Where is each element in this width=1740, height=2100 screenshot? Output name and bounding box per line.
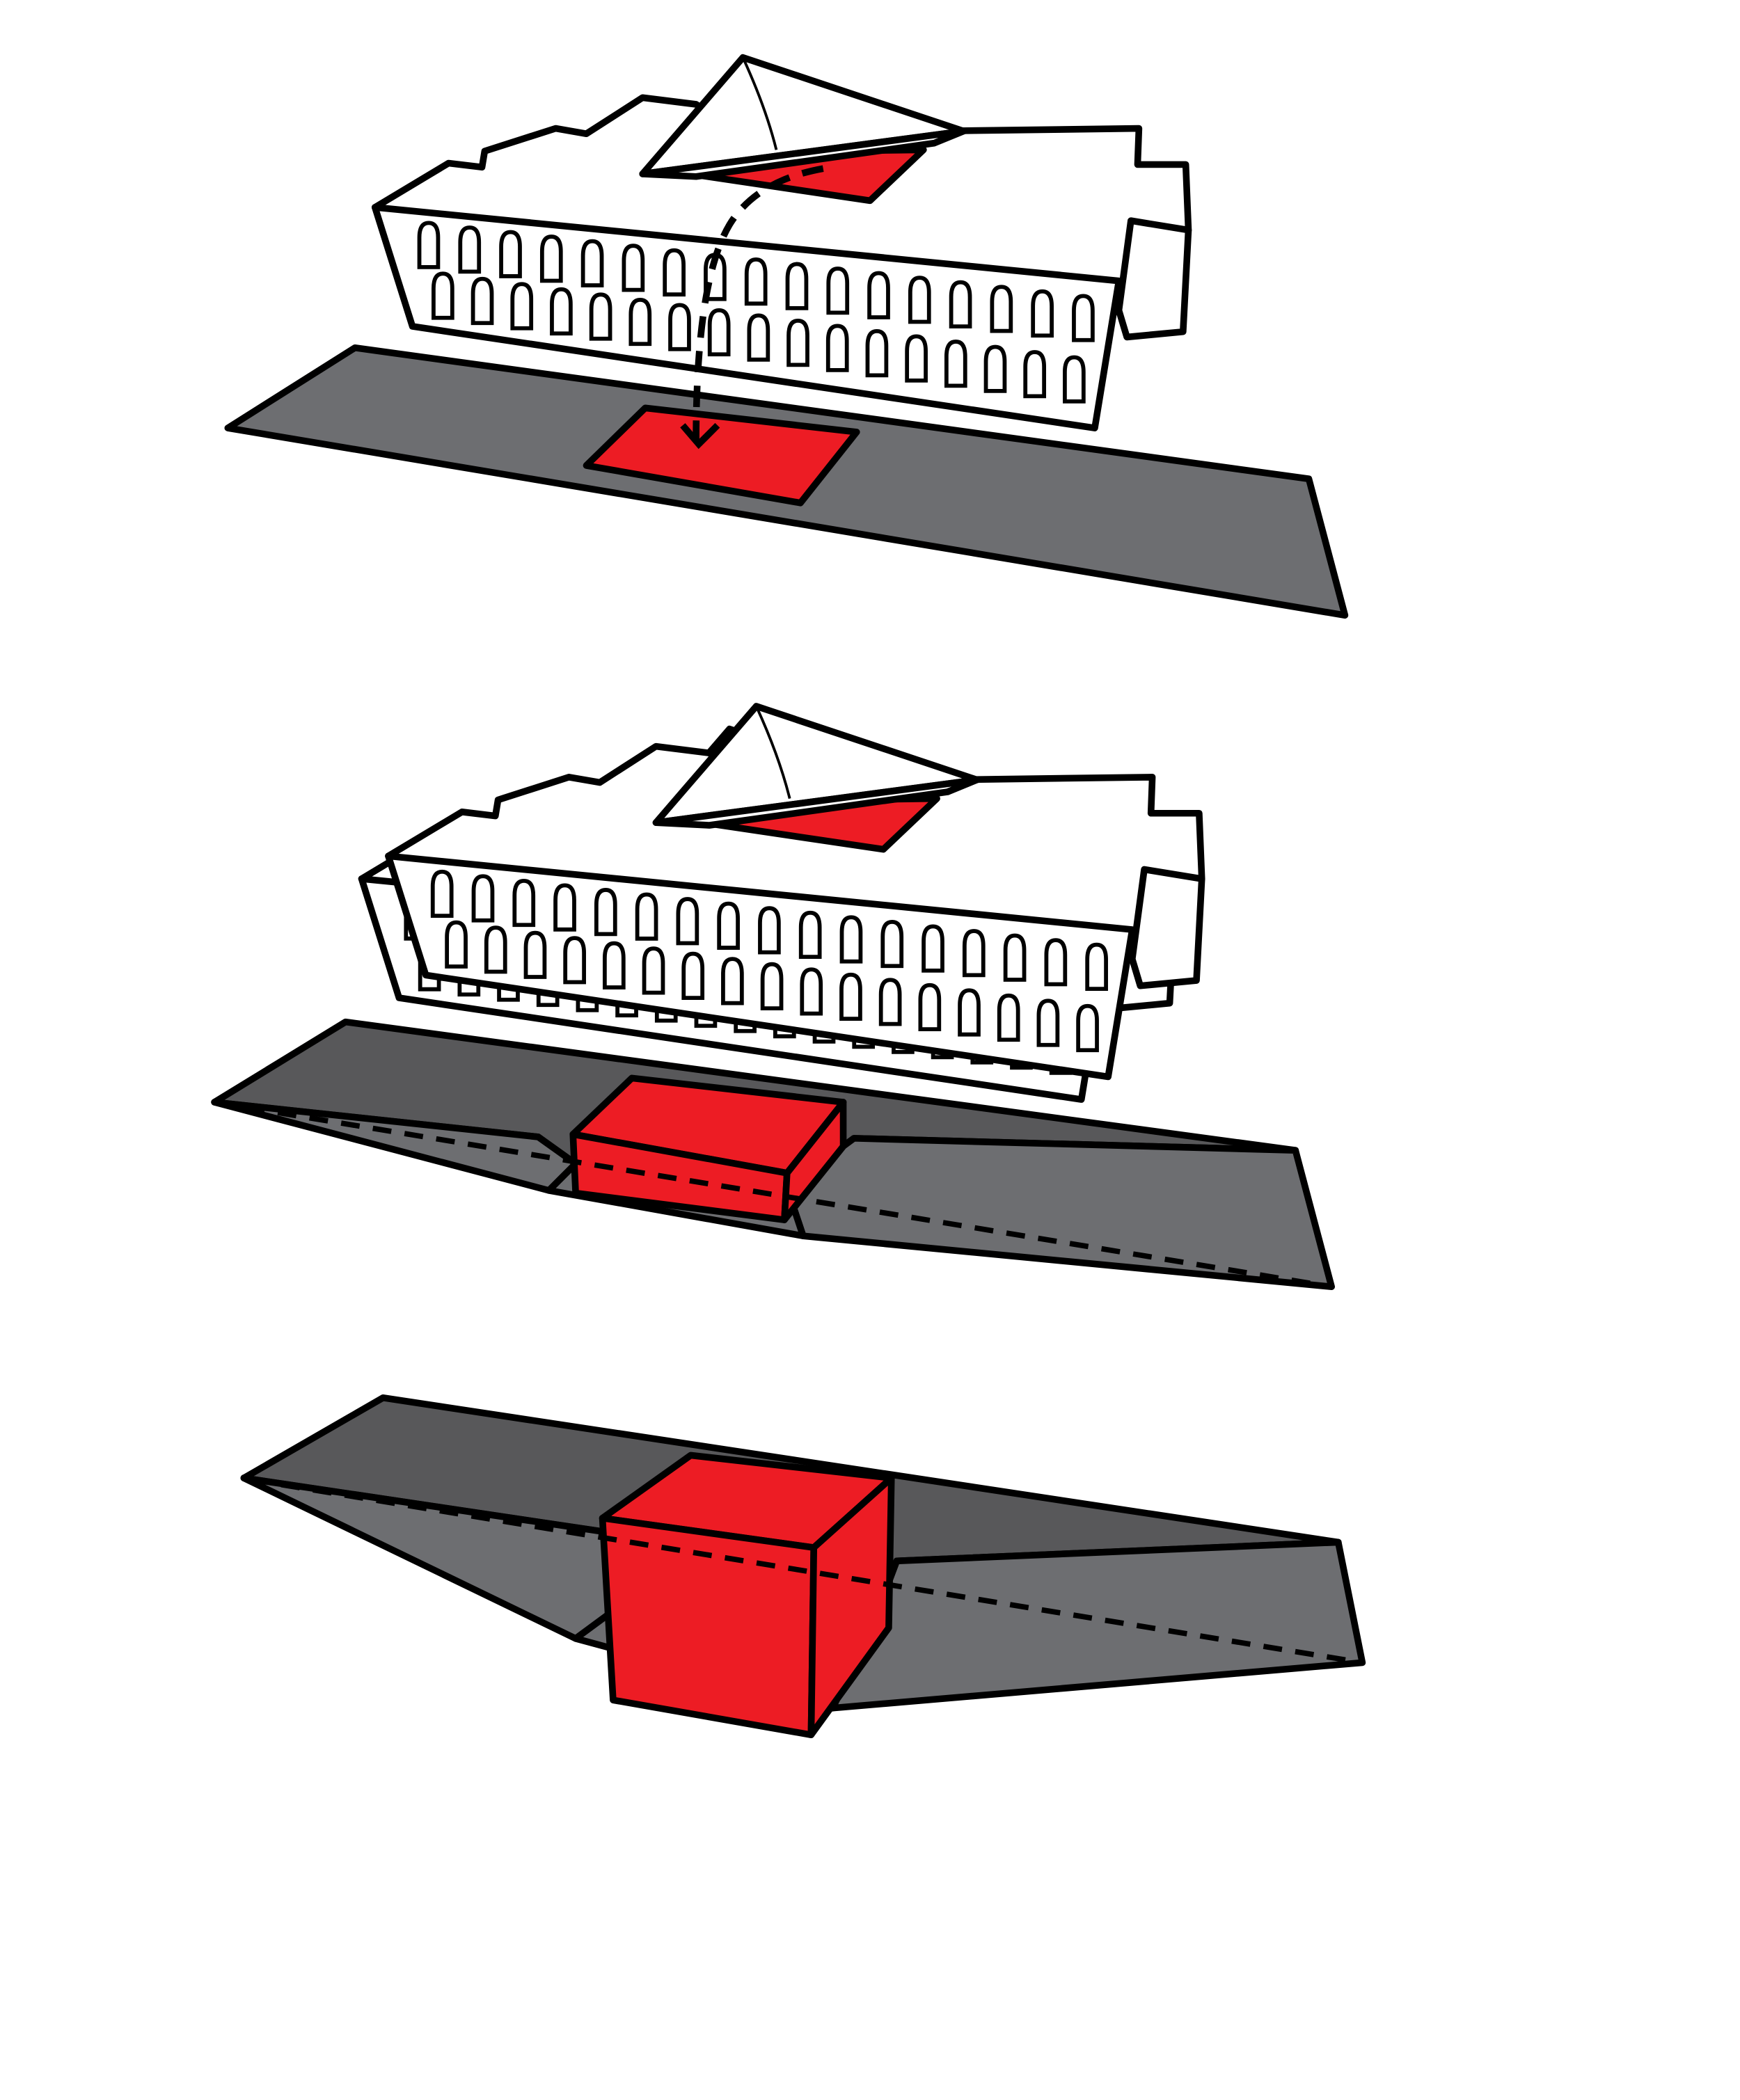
- window: [958, 988, 981, 1037]
- window: [997, 993, 1020, 1042]
- window: [512, 878, 536, 928]
- window: [707, 308, 731, 357]
- window: [908, 276, 931, 324]
- descent-arrow: [693, 165, 824, 442]
- window: [944, 340, 967, 388]
- ground-dashed-line: [280, 1481, 1363, 1666]
- window: [839, 972, 862, 1021]
- window: [635, 892, 658, 941]
- window: [1003, 933, 1027, 982]
- windows: [417, 221, 1095, 404]
- window: [1063, 355, 1086, 404]
- ground-front-right: [829, 1538, 1366, 1712]
- window: [717, 901, 740, 950]
- ground-front-right: [784, 1135, 1335, 1291]
- window: [1044, 938, 1068, 987]
- window: [825, 324, 849, 372]
- window: [798, 910, 822, 960]
- window: [839, 915, 863, 964]
- window: [721, 957, 744, 1005]
- window: [1072, 294, 1095, 342]
- window: [458, 225, 482, 274]
- window: [580, 239, 604, 287]
- window: [681, 951, 705, 1000]
- window: [499, 230, 522, 278]
- window: [867, 271, 890, 319]
- window: [949, 280, 972, 328]
- stage-3: [240, 706, 1366, 1739]
- window: [622, 244, 645, 292]
- window: [826, 267, 850, 315]
- window: [430, 869, 454, 918]
- ground-footprint: [583, 404, 860, 507]
- window: [1076, 1003, 1099, 1053]
- window: [417, 221, 441, 269]
- window: [668, 303, 691, 351]
- stage-1: [224, 58, 1349, 619]
- block-side: [807, 1474, 895, 1739]
- window: [602, 941, 626, 989]
- window: [539, 234, 563, 283]
- window: [1085, 942, 1108, 991]
- window: [786, 319, 809, 367]
- window: [1031, 289, 1054, 338]
- window: [628, 297, 652, 347]
- window: [922, 924, 944, 973]
- window: [432, 271, 454, 320]
- windows: [430, 869, 1108, 1053]
- window: [676, 897, 699, 946]
- arrow-head-icon: [680, 422, 720, 450]
- window: [983, 344, 1007, 393]
- window: [470, 276, 494, 326]
- window: [878, 978, 902, 1026]
- window: [445, 920, 468, 969]
- window: [962, 929, 986, 978]
- window: [642, 946, 665, 995]
- window: [760, 962, 784, 1011]
- window: [1023, 350, 1047, 399]
- block-side: [781, 1099, 847, 1223]
- window: [663, 248, 686, 297]
- window: [550, 287, 573, 336]
- window: [785, 262, 809, 310]
- window: [510, 282, 534, 331]
- window: [523, 930, 547, 979]
- window: [800, 967, 823, 1016]
- window: [918, 983, 942, 1032]
- window: [880, 919, 904, 969]
- window: [471, 874, 495, 923]
- window: [747, 313, 770, 362]
- block-front: [599, 1514, 818, 1739]
- window: [563, 936, 586, 985]
- window: [484, 925, 507, 974]
- window: [905, 334, 928, 383]
- window: [594, 888, 617, 937]
- ground-dashed-line: [214, 1099, 1332, 1290]
- window: [553, 883, 576, 932]
- window: [865, 329, 889, 378]
- window: [758, 906, 781, 955]
- window: [589, 292, 612, 341]
- window: [990, 285, 1013, 333]
- window: [744, 257, 768, 306]
- window: [1036, 999, 1060, 1047]
